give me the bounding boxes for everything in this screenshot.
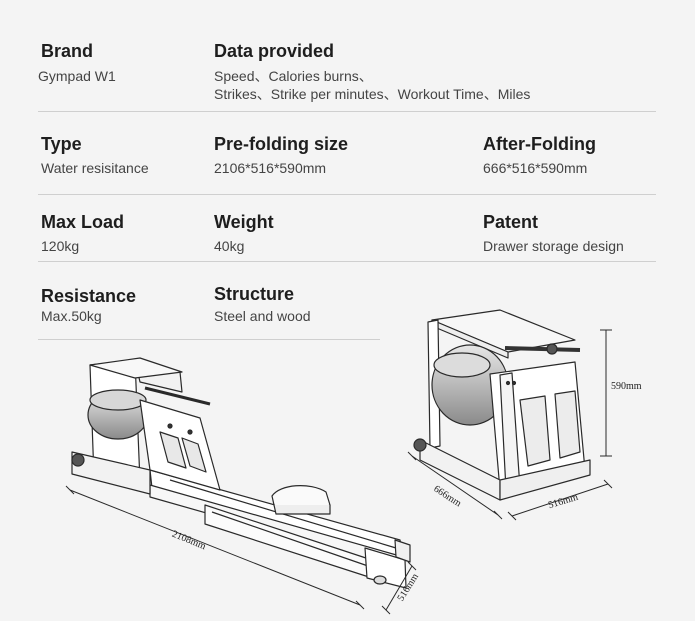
weight-value: 40kg [214,238,245,254]
max-load-value: 120kg [41,238,80,254]
spec-structure: Structure Steel and wood [214,283,311,325]
structure-label: Structure [214,284,295,304]
spec-brand: Brand Gympad W1 [38,40,116,85]
pre-folding-label: Pre-folding size [214,134,349,154]
brand-value: Gympad W1 [38,68,116,84]
spec-data-provided: Data provided Speed、Calories burns、 Stri… [214,40,530,103]
type-value: Water resisitance [41,160,149,176]
unfolded-dimension-lines [65,485,417,615]
data-provided-line2: Strikes、Strike per minutes、Workout Time、… [214,86,531,102]
brand-label: Brand [41,41,94,61]
folded-rower-illustration [413,309,591,501]
resistance-label: Resistance [41,286,137,306]
folded-dimension-lines [407,329,613,521]
after-folding-label: After-Folding [483,134,596,154]
type-label: Type [41,134,82,154]
spec-weight: Weight 40kg [214,211,274,255]
spec-max-load: Max Load 120kg [41,211,124,255]
divider-2 [38,194,656,195]
spec-pre-folding: Pre-folding size 2106*516*590mm [214,133,348,177]
pre-folding-value: 2106*516*590mm [214,160,327,176]
resistance-value: Max.50kg [41,308,102,324]
dim-folded-height: 590mm [611,381,642,392]
unfolded-rower-illustration [71,357,411,589]
divider-3 [38,261,656,262]
max-load-label: Max Load [41,212,125,232]
data-provided-label: Data provided [214,41,335,61]
spec-type: Type Water resisitance [41,133,149,177]
patent-label: Patent [483,212,539,232]
patent-value: Drawer storage design [483,238,624,254]
spec-patent: Patent Drawer storage design [483,211,624,255]
data-provided-line1: Speed、Calories burns、 [214,68,373,84]
divider-1 [38,111,656,112]
after-folding-value: 666*516*590mm [483,160,588,176]
weight-label: Weight [214,212,274,232]
spec-resistance: Resistance Max.50kg [41,285,136,325]
divider-4 [38,339,380,340]
spec-after-folding: After-Folding 666*516*590mm [483,133,596,177]
structure-value: Steel and wood [214,308,311,324]
